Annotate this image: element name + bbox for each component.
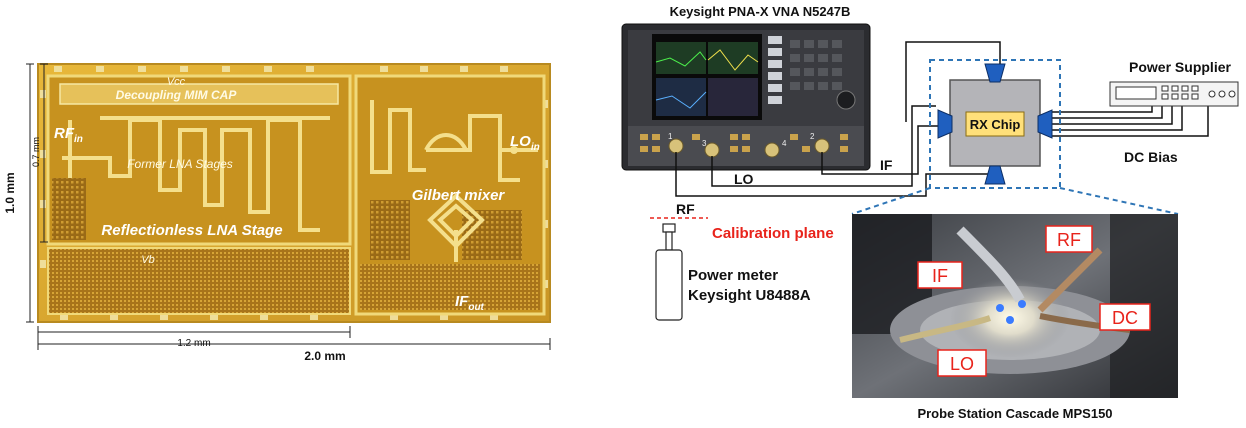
dim-1-0mm-label: 1.0 mm [3,172,17,213]
dashed-probe-area [929,59,1061,189]
photo-lo-label: LO [950,354,974,374]
power-supplier-title: Power Supplier [1129,59,1231,75]
photo-rf-label: RF [1057,230,1081,250]
photo-if-label: IF [932,266,948,286]
port-1-label: 1 [668,132,673,141]
vcc-label: Vcc [167,76,186,88]
dim-2-0mm-label: 2.0 mm [304,349,345,363]
gilbert-mixer-label: Gilbert mixer [412,187,506,204]
dc-bias-label: DC Bias [1124,149,1178,165]
calibration-plane-label: Calibration plane [712,225,834,242]
photo-lo-box [937,349,987,377]
rx-chip-label-box [965,111,1025,137]
if-out-label: IFout [455,293,485,313]
power-supplier-device [1109,81,1239,107]
former-lna-label: Former LNA Stages [127,157,233,171]
lo-cable-label: LO [734,171,754,187]
if-cable-label: IF [880,157,893,173]
power-meter-model-label: Keysight U8488A [688,287,811,304]
dimension-lines [26,63,551,350]
photo-dc-label: DC [1112,308,1138,328]
decoupling-cap-label: Decoupling MIM CAP [116,88,238,102]
cables [675,41,1209,197]
dim-1-2mm-label: 1.2 mm [177,338,210,349]
zoom-line-right [1059,187,1179,215]
photo-rf-box [1045,225,1093,253]
photo-if-box [917,261,963,289]
rf-in-label: RFin [54,125,83,145]
probe-heads [937,63,1053,185]
chip-micrograph [37,63,551,323]
power-meter-label: Power meter [688,267,778,284]
photo-dc-box [1099,303,1151,331]
probe-station-caption: Probe Station Cascade MPS150 [917,406,1112,421]
dim-0-7mm-label: 0.7 mm [31,137,41,167]
port-4-label: 4 [782,139,787,148]
reflectionless-label: Reflectionless LNA Stage [101,222,282,239]
rf-cable-label: RF [676,201,695,217]
zoom-line-left [851,187,931,215]
vb-label: Vb [141,254,154,266]
rx-chip-label: RX Chip [970,117,1021,132]
vna-instrument [621,23,871,171]
vna-title: Keysight PNA-X VNA N5247B [670,4,851,19]
port-2-label: 2 [810,132,815,141]
power-meter-icon [655,223,683,321]
port-3-label: 3 [702,139,707,148]
lo-in-label: LOin [510,133,540,153]
